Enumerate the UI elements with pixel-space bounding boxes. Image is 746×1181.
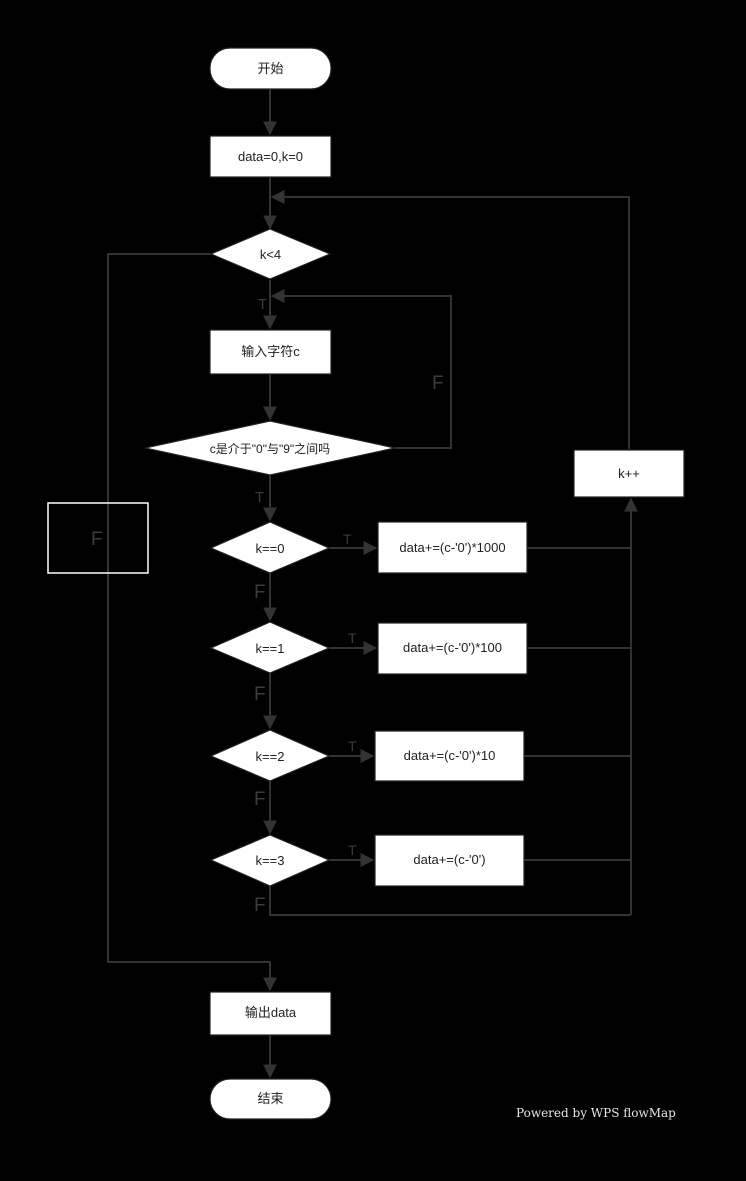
k-eq-1-decision: k==1 — [209, 621, 331, 674]
edge-k4-false-output — [107, 253, 277, 992]
inc-node: k++ — [573, 449, 685, 498]
digit-label: c是介于"0"与"9"之间吗 — [210, 442, 330, 456]
k-eq-3-decision: k==3 — [209, 834, 331, 887]
k-eq-2-decision: k==2 — [209, 729, 331, 782]
edge-inc-loop — [270, 190, 630, 449]
k2-true-label: T — [348, 738, 357, 754]
k-lt-4-decision: k<4 — [209, 228, 332, 280]
watermark-text: Powered by WPS flowMap — [516, 1106, 676, 1120]
act-1000-node: data+=(c-'0')*1000 — [377, 521, 528, 574]
end-node: 结束 — [209, 1078, 332, 1120]
act-100-node: data+=(c-'0')*100 — [377, 622, 528, 675]
k4-false-label: F — [91, 529, 103, 550]
end-label: 结束 — [257, 1091, 283, 1106]
act-1-label: data+=(c-'0') — [413, 852, 485, 867]
k2-false-label: F — [254, 789, 266, 810]
inc-label: k++ — [618, 466, 640, 481]
k-eq-1-label: k==1 — [256, 641, 285, 656]
connectors — [107, 89, 638, 1079]
digit-false-label: F — [432, 373, 444, 394]
input-node: 输入字符c — [209, 329, 332, 375]
act-1-node: data+=(c-'0') — [374, 834, 525, 887]
k4-true-label: T — [258, 296, 267, 313]
k-eq-2-label: k==2 — [256, 749, 285, 764]
k0-false-label: F — [254, 582, 266, 603]
k3-true-label: T — [348, 842, 357, 858]
false-label-box — [47, 502, 149, 574]
k-lt-4-label: k<4 — [260, 247, 281, 262]
input-label: 输入字符c — [241, 344, 300, 359]
k3-false-label: F — [254, 895, 266, 916]
output-label: 输出data — [245, 1005, 297, 1020]
edge-k3-false — [269, 886, 631, 916]
act-100-label: data+=(c-'0')*100 — [403, 640, 502, 655]
k-eq-3-label: k==3 — [256, 853, 285, 868]
k0-true-label: T — [343, 531, 352, 547]
init-node: data=0,k=0 — [209, 135, 332, 178]
k1-false-label: F — [254, 684, 266, 705]
k-eq-0-decision: k==0 — [209, 521, 331, 574]
output-node: 输出data — [209, 991, 332, 1036]
edge-digit-false-loop — [270, 289, 452, 449]
act-10-node: data+=(c-'0')*10 — [374, 730, 525, 782]
act-1000-label: data+=(c-'0')*1000 — [399, 540, 505, 555]
init-label: data=0,k=0 — [238, 149, 303, 164]
k-eq-0-label: k==0 — [256, 541, 285, 556]
digit-decision: c是介于"0"与"9"之间吗 — [144, 420, 396, 476]
digit-true-label: T — [255, 489, 264, 506]
act-10-label: data+=(c-'0')*10 — [404, 748, 496, 763]
start-node: 开始 — [209, 47, 332, 90]
start-label: 开始 — [257, 61, 283, 76]
k1-true-label: T — [348, 630, 357, 646]
